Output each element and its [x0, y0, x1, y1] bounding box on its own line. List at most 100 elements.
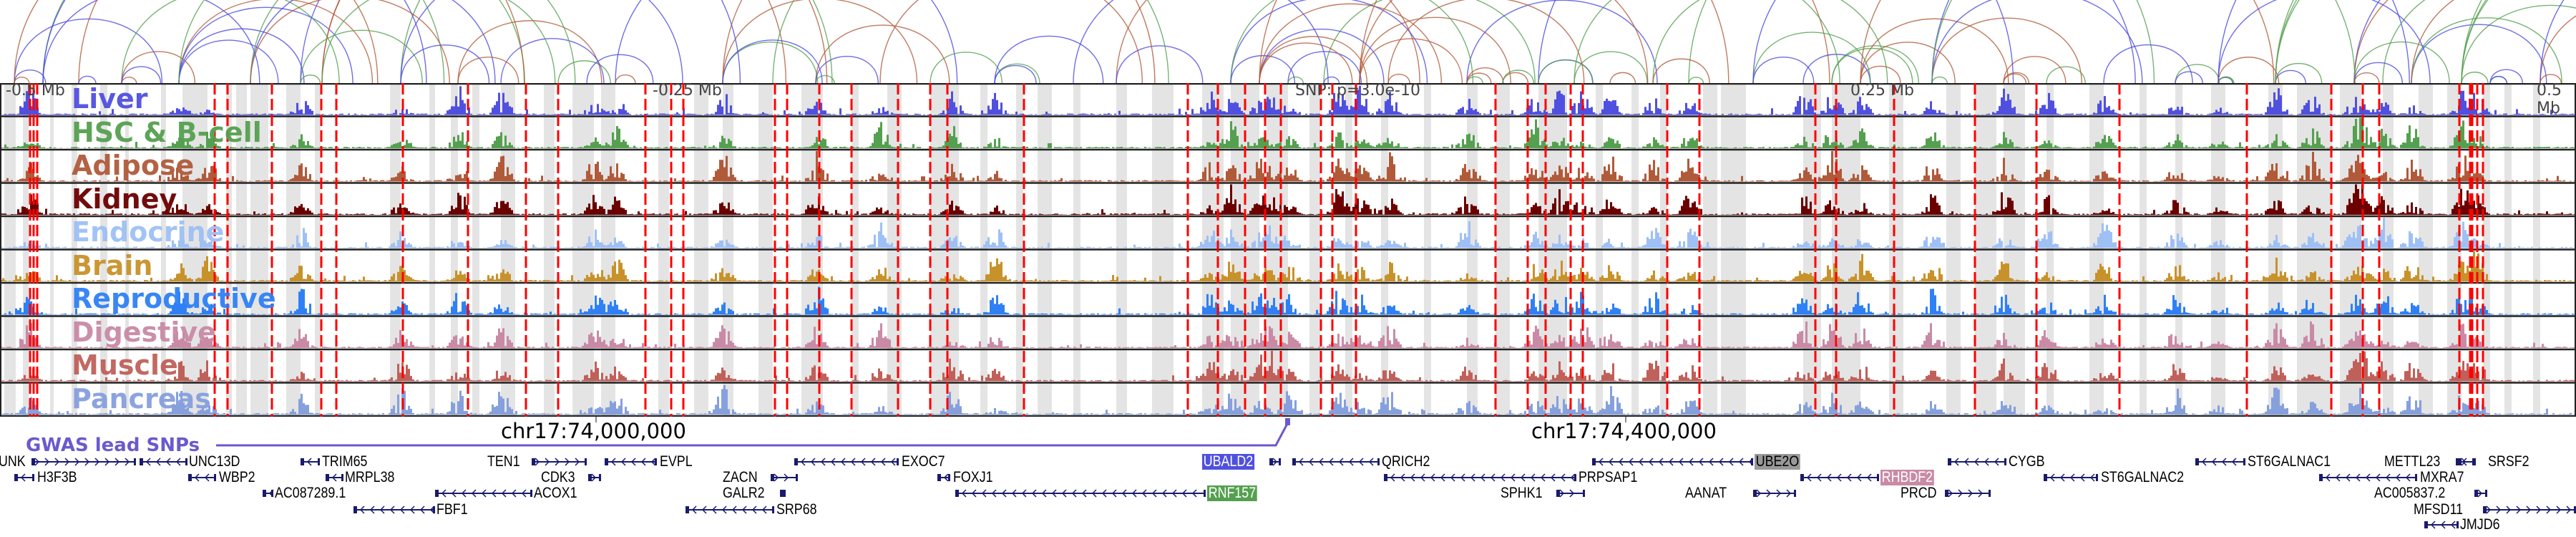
- chromatin-loop-arc: [400, 44, 490, 84]
- gene-label-ac087289-1: AC087289.1: [275, 485, 346, 501]
- strand-arrow-icon: [1181, 489, 1187, 498]
- exon-block: [937, 474, 941, 481]
- strand-arrow-icon: [511, 489, 517, 498]
- chromatin-loop-arc: [2540, 15, 2576, 84]
- track-label-liver: Liver: [72, 83, 148, 115]
- strand-arrow-icon: [44, 458, 50, 466]
- strand-arrow-icon: [145, 458, 151, 466]
- strand-arrow-icon: [1460, 473, 1465, 482]
- strand-arrow-icon: [359, 505, 365, 514]
- strand-arrow-icon: [2556, 505, 2562, 514]
- exon-block: [214, 474, 216, 481]
- chromatin-loop-arc: [2353, 42, 2450, 84]
- chromatin-loop-arc: [2218, 57, 2280, 84]
- exon-block: [1556, 490, 1560, 497]
- chromatin-loop-arc: [14, 77, 30, 84]
- strand-arrow-icon: [575, 458, 580, 466]
- signal-pancreas: [0, 384, 2576, 415]
- chromatin-loop-arc: [250, 0, 576, 84]
- coordinate-label-74000000: chr17:74,000,000: [501, 419, 686, 443]
- strand-arrow-icon: [491, 489, 497, 498]
- strand-arrow-icon: [1994, 458, 1999, 466]
- gene-label-wbp2: WBP2: [219, 469, 255, 485]
- signal-hsc-b-cell: [0, 117, 2576, 148]
- chromatin-loop-arc: [1073, 0, 1329, 84]
- strand-arrow-icon: [1051, 489, 1057, 498]
- chromatin-loop-arc: [1230, 0, 1474, 84]
- strand-arrow-icon: [1560, 473, 1566, 482]
- chromatin-loop-arc: [2489, 76, 2508, 84]
- exon-block: [1279, 458, 1281, 465]
- gene-label-srp68: SRP68: [776, 501, 817, 518]
- strand-arrow-icon: [2365, 473, 2371, 482]
- chromatin-loop-arc: [2540, 0, 2565, 84]
- strand-arrow-icon: [971, 489, 977, 498]
- strand-arrow-icon: [481, 489, 487, 498]
- axis-label-minus-0-5: -0.5 Mb: [6, 82, 65, 100]
- gene-label-qrich2: QRICH2: [1382, 453, 1430, 470]
- strand-arrow-icon: [1151, 489, 1157, 498]
- chromatin-loop-arc: [2461, 0, 2489, 84]
- chromatin-loop-arc: [42, 0, 260, 84]
- strand-arrow-icon: [630, 458, 636, 466]
- strand-arrow-icon: [1648, 458, 1654, 466]
- gene-label-cygb: CYGB: [2009, 453, 2045, 470]
- gwas-lead-snp-marker: [1285, 418, 1290, 425]
- strand-arrow-icon: [409, 505, 415, 514]
- strand-arrow-icon: [2385, 473, 2391, 482]
- strand-arrow-icon: [751, 505, 757, 514]
- exon-block: [530, 490, 532, 497]
- strand-arrow-icon: [2477, 489, 2483, 498]
- chromatin-loop-arc: [1688, 77, 1704, 84]
- gene-label-ac005837-2: AC005837.2: [2374, 485, 2446, 501]
- chromatin-loop-arc: [250, 0, 496, 84]
- exon-block: [2415, 474, 2417, 481]
- strand-arrow-icon: [1958, 489, 1963, 498]
- chromatin-loop-arc: [2046, 66, 2086, 84]
- strand-arrow-icon: [175, 458, 181, 466]
- gene-label-rnf157: RNF157: [1207, 485, 1257, 501]
- strand-arrow-icon: [165, 458, 171, 466]
- strand-arrow-icon: [1628, 458, 1634, 466]
- coordinate-label-74400000: chr17:74,400,000: [1531, 419, 1717, 443]
- exon-block: [2319, 474, 2323, 481]
- chromatin-loop-arc: [2175, 71, 2204, 84]
- strand-arrow-icon: [650, 458, 656, 466]
- chromatin-loop-arc: [1466, 72, 1492, 84]
- chromatin-loop-arc: [42, 0, 427, 84]
- strand-arrow-icon: [890, 458, 896, 466]
- track-label-muscle: Muscle: [72, 349, 178, 381]
- exon-block: [1877, 474, 1879, 481]
- strand-arrow-icon: [1968, 489, 1974, 498]
- strand-arrow-icon: [1708, 458, 1714, 466]
- gene-label-ten1: TEN1: [487, 453, 520, 470]
- chromatin-loop-arc: [14, 0, 379, 84]
- gene-label-unc13d: UNC13D: [189, 453, 240, 470]
- signal-adipose: [0, 151, 2576, 182]
- strand-arrow-icon: [1598, 458, 1604, 466]
- chromatin-loop-arc: [879, 0, 1143, 84]
- chromatin-loop-arc: [1359, 16, 1511, 84]
- chromatin-loop-arc: [1609, 72, 1636, 84]
- chromatin-loop-arc: [2218, 0, 2431, 84]
- chromatin-loop-arc: [457, 20, 602, 84]
- strand-arrow-icon: [1953, 458, 1959, 466]
- chromatin-loop-arc: [2275, 62, 2323, 84]
- chromatin-loop-arc: [2353, 0, 2381, 84]
- chromatin-loop-arc: [1230, 0, 1428, 84]
- strand-arrow-icon: [155, 458, 161, 466]
- chromatin-loop-arc: [994, 64, 1037, 84]
- strand-arrow-icon: [501, 489, 507, 498]
- chromatin-loop-arc: [300, 29, 423, 84]
- exon-block: [1204, 490, 1206, 497]
- strand-arrow-icon: [591, 473, 597, 482]
- exon-block: [1753, 490, 1757, 497]
- exon-block: [263, 490, 266, 497]
- strand-arrow-icon: [2049, 473, 2055, 482]
- strand-arrow-icon: [1540, 473, 1546, 482]
- strand-arrow-icon: [820, 458, 826, 466]
- exon-block: [771, 474, 774, 481]
- exon-block: [2096, 474, 2098, 481]
- strand-arrow-icon: [1328, 458, 1334, 466]
- gene-label-mettl23: METTL23: [2384, 453, 2441, 470]
